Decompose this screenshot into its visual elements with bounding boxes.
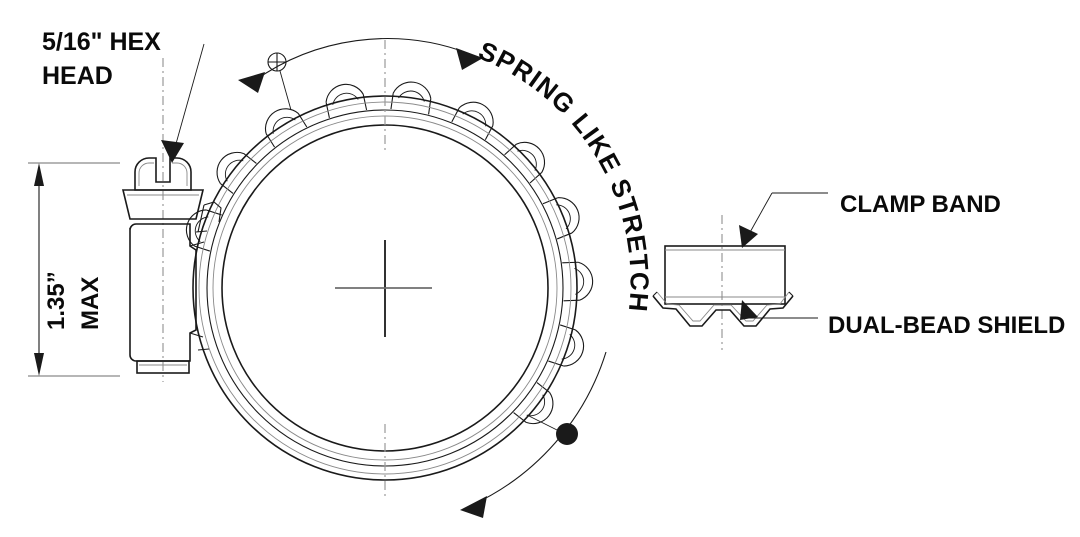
- hex-head-label-line1: 5/16" HEX: [42, 28, 161, 56]
- spring-tab: [562, 261, 594, 302]
- spring-tab: [264, 108, 308, 148]
- arc-arrowhead-left: [238, 72, 265, 93]
- rotation-arc-top: [238, 38, 483, 111]
- dual-bead-shield-label: DUAL-BEAD SHIELD: [828, 312, 1065, 339]
- dimension-arrow-up: [34, 163, 44, 186]
- crossed-circle-icon: [267, 52, 287, 72]
- leader-hex-head: [161, 43, 205, 163]
- hex-head-label-line2: HEAD: [42, 62, 113, 90]
- spring-tab: [548, 324, 585, 367]
- leader-dot-marker: [556, 423, 578, 445]
- rotation-arc-bottom: [460, 351, 607, 518]
- clamp-band-profile: [664, 245, 786, 305]
- bolt-assembly: [121, 58, 205, 382]
- leader-dual-bead-shield: [740, 300, 818, 320]
- dual-bead-shield-profile: [652, 291, 794, 327]
- arc-arrowhead-right: [456, 48, 483, 70]
- cross-section-view: [652, 215, 794, 350]
- target-leader-line: [279, 70, 292, 111]
- bolt-foot: [136, 360, 190, 374]
- dimension-qualifier-label: MAX: [77, 277, 104, 330]
- spring-tab: [185, 209, 222, 252]
- dimension-1-35-max: [28, 162, 120, 377]
- dual-bead-shield-arrowhead: [740, 300, 758, 320]
- arc-arrowhead-bottom: [460, 496, 487, 518]
- center-crosshair: [335, 240, 432, 337]
- bolt-flange: [121, 189, 205, 220]
- spring-tab: [325, 83, 368, 118]
- dimension-value-label: 1.35”: [43, 271, 70, 330]
- dot-leader-line: [526, 414, 558, 431]
- clamp-outer-ring: [192, 95, 578, 481]
- clamp-band-label: CLAMP BAND: [840, 191, 1001, 218]
- hex-head: [134, 157, 192, 191]
- dimension-label-group: 1.35” MAX: [43, 271, 104, 330]
- leader-clamp-band: [739, 192, 828, 248]
- dimension-arrow-down: [34, 353, 44, 376]
- spring-tab: [542, 197, 580, 240]
- front-circular-view: [185, 40, 594, 500]
- bolt-housing-body: [129, 223, 205, 362]
- clamp-band-arrowhead: [739, 225, 758, 248]
- band-bolt-interface: [195, 201, 222, 351]
- spring-tab: [504, 141, 546, 184]
- hex-head-arrowhead: [161, 140, 184, 163]
